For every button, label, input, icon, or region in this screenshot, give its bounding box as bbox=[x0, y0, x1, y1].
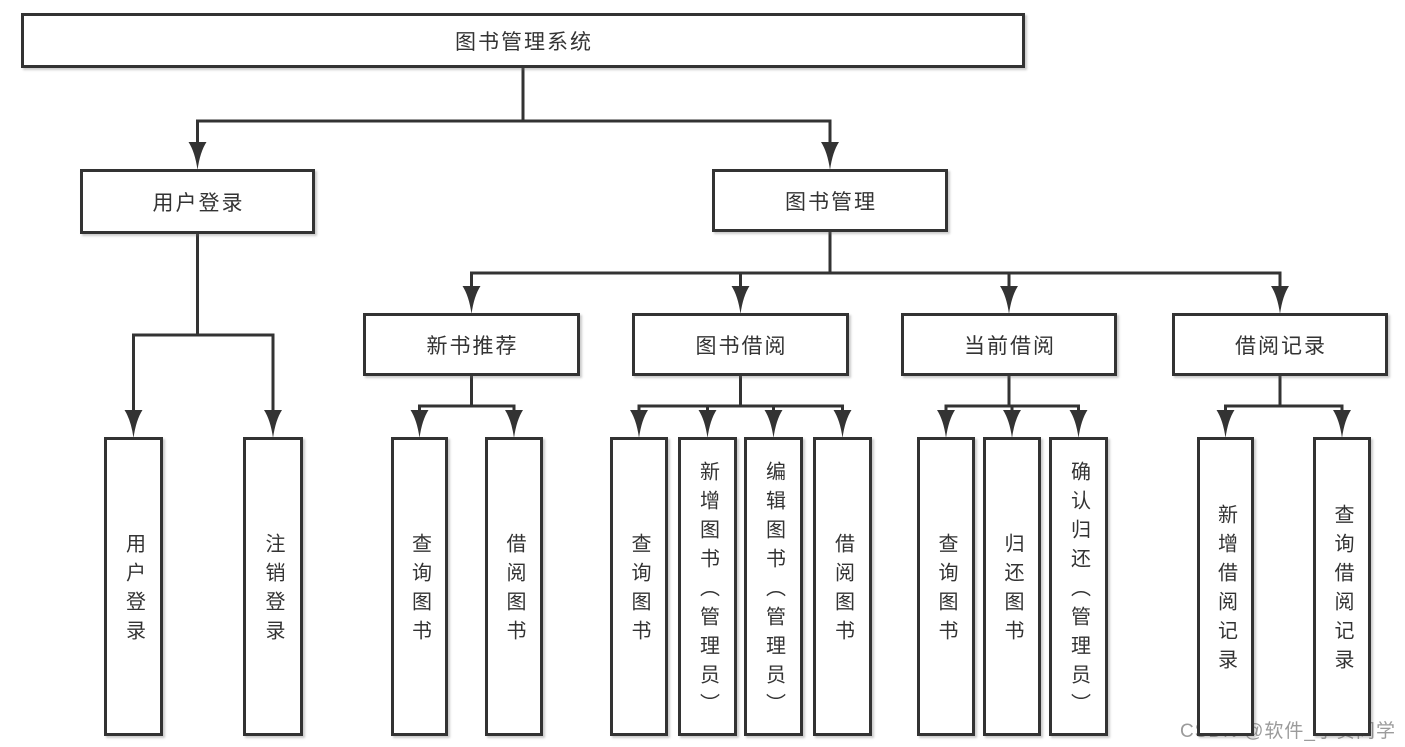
node-leaf-query-3: 查询图书 bbox=[917, 437, 975, 736]
node-label: 确认归还（管理员） bbox=[1067, 460, 1090, 722]
node-new-books: 新书推荐 bbox=[363, 313, 580, 376]
node-leaf-borrow-2: 借阅图书 bbox=[813, 437, 872, 736]
arrowhead-down-icon bbox=[1003, 410, 1021, 438]
node-label: 图书管理系统 bbox=[455, 30, 593, 54]
node-label: 新书推荐 bbox=[426, 334, 519, 358]
arrowhead-down-icon bbox=[821, 142, 839, 170]
node-label: 查询图书 bbox=[408, 533, 431, 649]
node-leaf-login: 用户登录 bbox=[104, 437, 163, 736]
node-borrow-records: 借阅记录 bbox=[1172, 313, 1388, 376]
node-leaf-return: 归还图书 bbox=[983, 437, 1041, 736]
arrowhead-down-icon bbox=[1000, 286, 1018, 314]
node-label: 编辑图书（管理员） bbox=[762, 460, 785, 722]
node-leaf-edit-book: 编辑图书（管理员） bbox=[744, 437, 803, 736]
node-label: 借阅记录 bbox=[1235, 334, 1327, 358]
arrowhead-down-icon bbox=[833, 410, 852, 438]
node-leaf-logout: 注销登录 bbox=[243, 437, 303, 736]
node-label: 查询图书 bbox=[935, 533, 957, 649]
arrowhead-down-icon bbox=[1271, 286, 1289, 314]
node-leaf-query-rec: 查询借阅记录 bbox=[1313, 437, 1371, 736]
arrowhead-down-icon bbox=[462, 286, 481, 314]
node-label: 查询借阅记录 bbox=[1331, 504, 1353, 678]
arrowhead-down-icon bbox=[1069, 410, 1088, 438]
node-book-borrow: 图书借阅 bbox=[632, 313, 849, 376]
node-label: 图书借阅 bbox=[695, 334, 788, 358]
arrowhead-down-icon bbox=[698, 410, 717, 438]
arrowhead-down-icon bbox=[188, 142, 207, 170]
arrowhead-down-icon bbox=[764, 410, 783, 438]
node-label: 新增借阅记录 bbox=[1214, 504, 1237, 678]
node-label: 新增图书（管理员） bbox=[696, 460, 719, 722]
arrowhead-down-icon bbox=[410, 410, 429, 438]
node-label: 注销登录 bbox=[262, 533, 284, 649]
node-leaf-query-1: 查询图书 bbox=[391, 437, 448, 736]
node-label: 当前借阅 bbox=[964, 334, 1056, 358]
node-label: 借阅图书 bbox=[503, 533, 525, 649]
node-label: 用户登录 bbox=[152, 191, 245, 215]
node-root: 图书管理系统 bbox=[21, 13, 1025, 68]
arrowhead-down-icon bbox=[937, 410, 955, 438]
node-leaf-confirm: 确认归还（管理员） bbox=[1049, 437, 1108, 736]
arrowhead-down-icon bbox=[630, 410, 648, 438]
node-label: 查询图书 bbox=[628, 533, 650, 649]
node-leaf-add-book: 新增图书（管理员） bbox=[678, 437, 737, 736]
arrowhead-down-icon bbox=[1216, 410, 1235, 438]
node-leaf-add-rec: 新增借阅记录 bbox=[1197, 437, 1254, 736]
node-leaf-borrow-1: 借阅图书 bbox=[485, 437, 543, 736]
node-user-login: 用户登录 bbox=[80, 169, 315, 234]
node-label: 用户登录 bbox=[122, 533, 145, 649]
arrowhead-down-icon bbox=[264, 410, 282, 438]
node-current-borrow: 当前借阅 bbox=[901, 313, 1117, 376]
node-label: 借阅图书 bbox=[831, 533, 854, 649]
node-book-mgmt: 图书管理 bbox=[712, 169, 948, 232]
node-label: 归还图书 bbox=[1001, 533, 1023, 649]
arrowhead-down-icon bbox=[124, 410, 143, 438]
arrowhead-down-icon bbox=[1333, 410, 1351, 438]
node-label: 图书管理 bbox=[785, 190, 877, 214]
node-leaf-query-2: 查询图书 bbox=[610, 437, 668, 736]
arrowhead-down-icon bbox=[731, 286, 750, 314]
arrowhead-down-icon bbox=[505, 410, 523, 438]
